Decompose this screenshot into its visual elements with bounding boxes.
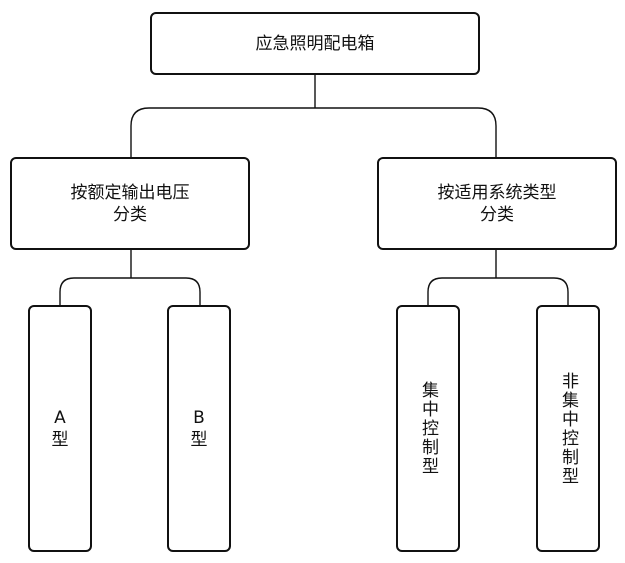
leaf-a-type: 型 xyxy=(51,429,69,450)
connector-root-split xyxy=(130,107,497,157)
leaf-a-letter: A xyxy=(54,407,66,428)
root-label: 应急照明配电箱 xyxy=(255,33,375,54)
leaf-centralized-label: 集中控制型 xyxy=(418,381,438,476)
branch-voltage-label-line2: 分类 xyxy=(113,204,147,225)
leaf-b-letter: B xyxy=(193,407,205,428)
branch-system-label-line1: 按适用系统类型 xyxy=(437,182,557,203)
leaf-node-type-a: A 型 xyxy=(28,305,92,552)
branch-node-voltage: 按额定输出电压 分类 xyxy=(10,157,250,250)
leaf-node-type-b: B 型 xyxy=(167,305,231,552)
leaf-node-non-centralized: 非集中控制型 xyxy=(536,305,600,552)
leaf-b-type: 型 xyxy=(190,429,208,450)
branch-voltage-label-line1: 按额定输出电压 xyxy=(70,182,190,203)
branch-node-system: 按适用系统类型 分类 xyxy=(377,157,617,250)
leaf-non-centralized-label: 非集中控制型 xyxy=(558,371,578,486)
connector-left-split xyxy=(59,277,201,305)
branch-system-label-line2: 分类 xyxy=(480,204,514,225)
connector-right-split xyxy=(427,277,569,305)
root-node: 应急照明配电箱 xyxy=(150,12,480,75)
leaf-node-centralized: 集中控制型 xyxy=(396,305,460,552)
